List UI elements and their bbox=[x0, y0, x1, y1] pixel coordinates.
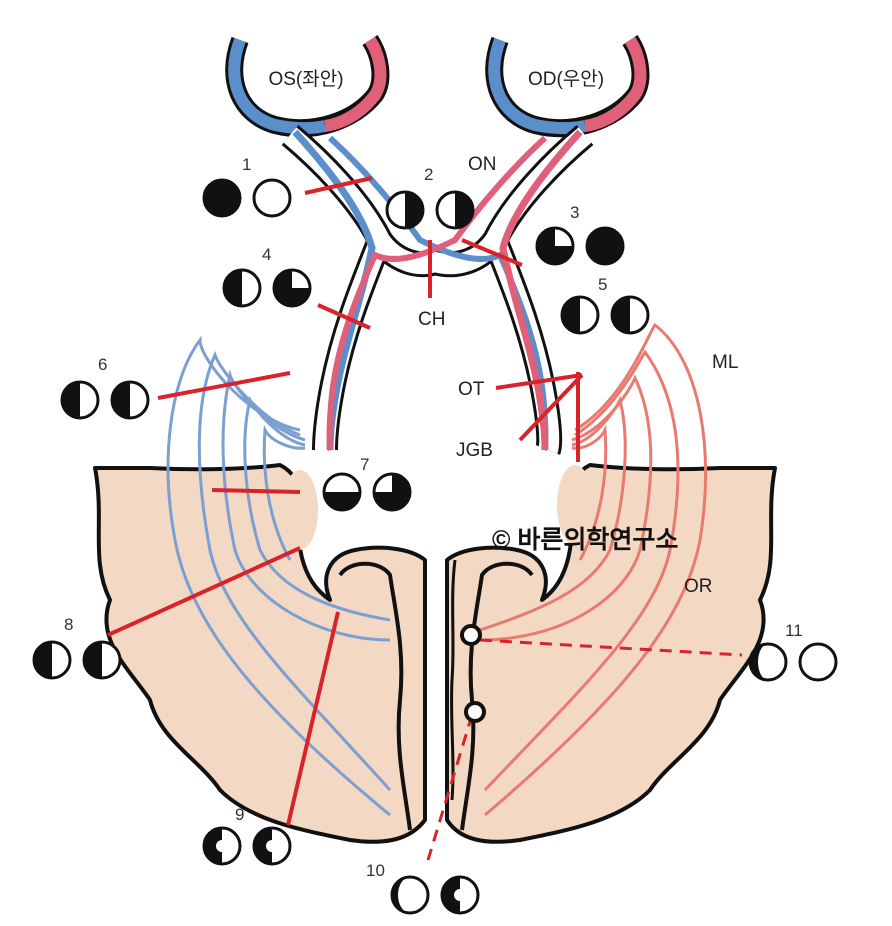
field-1 bbox=[202, 178, 292, 218]
label-ml: ML bbox=[712, 352, 738, 373]
label-ch: CH bbox=[418, 309, 445, 330]
field-2 bbox=[385, 190, 475, 230]
label-od: OD(우안) bbox=[528, 68, 604, 90]
field-6 bbox=[60, 380, 150, 420]
lesion-number-4: 4 bbox=[262, 245, 271, 264]
occipital-cortex bbox=[93, 463, 777, 844]
label-on: ON bbox=[468, 154, 497, 175]
field-8 bbox=[32, 640, 122, 680]
label-jgb: JGB bbox=[456, 440, 493, 461]
field-11 bbox=[748, 642, 838, 682]
field-4 bbox=[222, 268, 312, 308]
lesion-number-5: 5 bbox=[598, 275, 607, 294]
left-eye bbox=[225, 35, 390, 138]
field-7 bbox=[322, 472, 412, 512]
optic-pathway bbox=[281, 125, 594, 455]
label-ot: OT bbox=[458, 379, 485, 400]
lesion-number-11: 11 bbox=[785, 621, 803, 640]
field-3 bbox=[535, 226, 625, 266]
copyright-watermark: © 바른의학연구소 bbox=[492, 526, 678, 554]
lesion-lines bbox=[107, 176, 743, 861]
label-or: OR bbox=[684, 576, 713, 597]
lesion-number-9: 9 bbox=[235, 805, 244, 824]
field-10 bbox=[390, 875, 480, 915]
lesion-number-10: 10 bbox=[366, 861, 385, 880]
lesion-number-6: 6 bbox=[98, 355, 107, 374]
field-5 bbox=[560, 295, 650, 335]
label-os: OS(좌안) bbox=[268, 68, 343, 90]
lesion-number-3: 3 bbox=[570, 203, 579, 222]
optic-radiations bbox=[166, 322, 708, 817]
lesion-number-1: 1 bbox=[242, 155, 251, 174]
lesion-number-8: 8 bbox=[64, 615, 73, 634]
lesion-number-7: 7 bbox=[360, 455, 369, 474]
field-9 bbox=[202, 826, 292, 866]
lesion-number-2: 2 bbox=[424, 165, 433, 184]
